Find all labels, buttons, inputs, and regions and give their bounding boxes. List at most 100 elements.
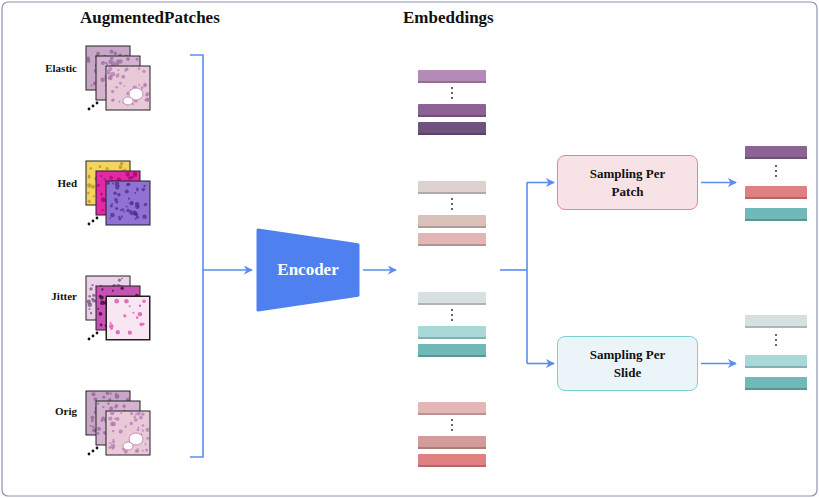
patch-nucleus [91, 284, 93, 286]
patch-nucleus [88, 175, 91, 178]
patch-nucleus [118, 279, 121, 282]
patch-nucleus [97, 308, 99, 310]
ellipsis-dot [92, 220, 95, 223]
patch-nucleus [142, 450, 144, 452]
patch-nucleus [111, 90, 114, 93]
patch-nucleus [90, 312, 92, 314]
ellipsis-dot [451, 309, 453, 311]
patch-nucleus [108, 75, 113, 80]
patch-nucleus [145, 448, 148, 451]
patch-nucleus [124, 70, 126, 72]
patch-nucleus [136, 215, 139, 218]
embedding-bar [745, 315, 807, 326]
patch-nucleus [123, 211, 125, 213]
ellipsis-dot [88, 223, 91, 226]
ellipsis-dot [775, 170, 777, 172]
patch-nucleus [97, 184, 100, 187]
patch-nucleus [146, 428, 150, 432]
patch-nucleus [87, 192, 90, 195]
patch-nucleus [93, 195, 95, 197]
patch-nucleus [94, 397, 98, 401]
patch-nucleus [117, 69, 119, 71]
patch-nucleus [141, 86, 144, 89]
patch-nucleus [112, 430, 114, 432]
ellipsis-dot [775, 175, 777, 177]
patch-nucleus [125, 67, 129, 71]
patch-nucleus [110, 322, 112, 324]
ellipsis-dot [88, 338, 91, 341]
patch-nucleus [118, 217, 121, 220]
ellipsis-dot [92, 105, 95, 108]
ellipsis-dot [96, 217, 99, 220]
patch-nucleus [143, 185, 145, 187]
patch-nucleus [136, 189, 139, 192]
patch-nucleus [108, 416, 112, 420]
patch-nucleus [101, 61, 105, 65]
patch-nucleus [115, 86, 117, 88]
patch-nucleus [89, 287, 92, 290]
patch-image [106, 66, 150, 110]
patch-image [106, 181, 150, 225]
patch-nucleus [136, 316, 139, 319]
patch-image [106, 411, 150, 455]
ellipsis-dot [96, 332, 99, 335]
patch-nucleus [120, 209, 122, 211]
patch-nucleus [112, 98, 115, 101]
patch-nucleus [110, 327, 112, 329]
patch-nucleus [108, 67, 112, 71]
patch-nucleus [101, 197, 105, 201]
patch-nucleus [122, 404, 126, 408]
ellipsis-dot [451, 424, 453, 426]
patch-nucleus [105, 391, 109, 395]
ellipsis-dot [775, 344, 777, 346]
patch-nucleus [145, 443, 147, 445]
patch-nucleus [118, 101, 120, 103]
patch-nucleus [134, 192, 136, 194]
patch-nucleus [129, 201, 133, 205]
embedding-bar [418, 181, 486, 192]
row-label: Hed [57, 177, 77, 189]
patch-nucleus [137, 428, 140, 431]
embedding-bars [418, 70, 807, 467]
patch-nucleus [144, 99, 146, 101]
patch-nucleus [142, 214, 146, 218]
patch-nucleus [88, 295, 91, 298]
ellipsis-dot [88, 108, 91, 111]
patch-nucleus [114, 299, 119, 304]
patch-nucleus [92, 294, 95, 297]
patch-nucleus [110, 407, 112, 409]
patch-nucleus [115, 207, 118, 210]
ellipsis-dot [451, 429, 453, 431]
flow-arrows [190, 55, 736, 457]
patch-nucleus [142, 430, 144, 432]
ellipsis-dot [92, 335, 95, 338]
patch-nucleus [144, 203, 147, 206]
patch-nucleus [137, 411, 141, 415]
embedding-bar [745, 355, 807, 366]
patch-nucleus [115, 185, 119, 189]
patch-nucleus [109, 176, 113, 180]
ellipsis-dot [451, 208, 453, 210]
patch-nucleus [114, 52, 117, 55]
column-heading: AugmentedPatches [80, 8, 220, 28]
process-box: Sampling Per Patch [557, 155, 698, 210]
patch-nucleus [135, 449, 139, 453]
patch-nucleus [105, 167, 108, 170]
patch-image [107, 297, 149, 339]
patch-vacuole [123, 442, 133, 450]
patch-nucleus [90, 425, 92, 427]
flow-arrow [701, 363, 736, 365]
patch-nucleus [130, 412, 133, 415]
encoder-trapezoid: Encoder [256, 228, 360, 312]
ellipsis-dot [451, 314, 453, 316]
ellipsis-dot [451, 198, 453, 200]
patch-nucleus [104, 178, 106, 180]
embedding-bar [418, 436, 486, 447]
patch-nucleus [110, 411, 115, 416]
patch-nucleus [89, 167, 92, 170]
patch-nucleus [142, 70, 145, 73]
patch-nucleus [110, 392, 112, 394]
patch-nucleus [110, 217, 112, 219]
